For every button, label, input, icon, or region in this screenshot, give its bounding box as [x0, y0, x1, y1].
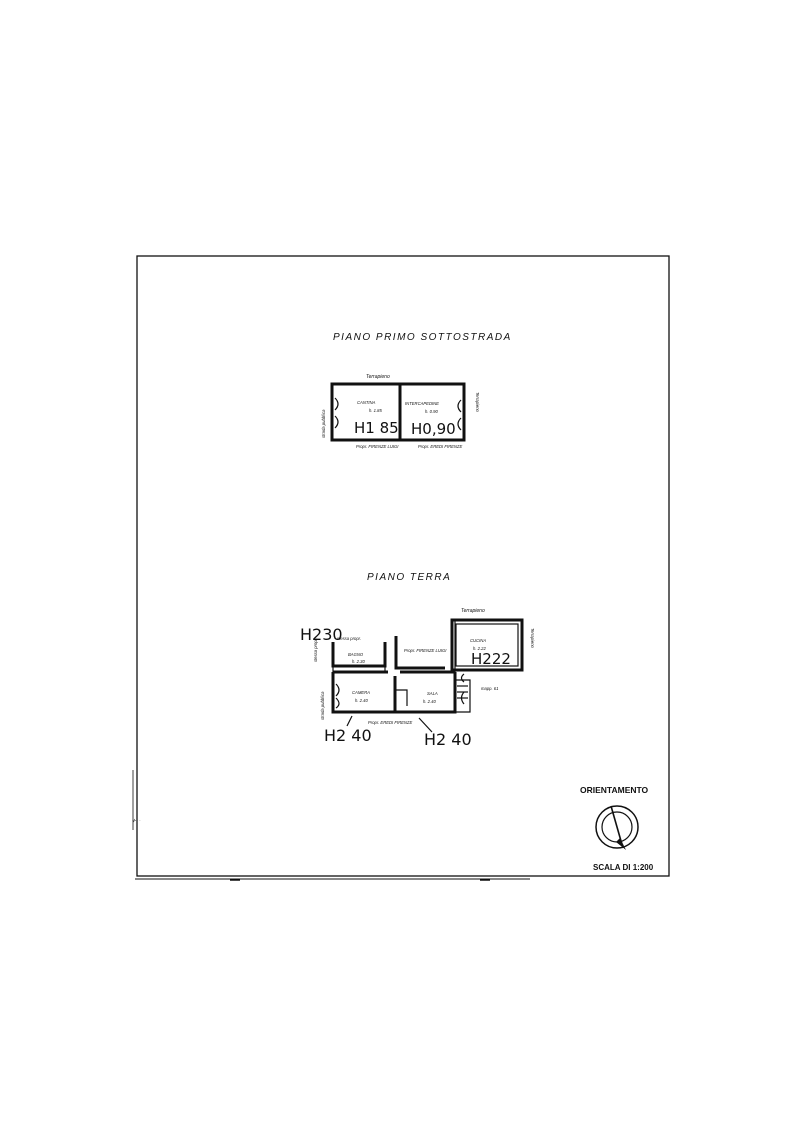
ground-owner-mid: Propr. FIRENZE LUIGI	[404, 648, 447, 653]
ground-plan: PIANO TERRA Terrapieno Terrapieno strada…	[300, 572, 535, 749]
basement-owner-2: Propr. EREDI FIRENZE	[418, 444, 462, 449]
cucina-height-print: h. 2.22	[473, 646, 486, 651]
camera-height-hand: H2 40	[324, 726, 372, 745]
intercapedine-height-hand: H0,90	[411, 420, 456, 438]
basement-label-left: strada pubblica	[321, 409, 326, 438]
cantina-height-print: h. 1.85	[369, 408, 382, 413]
ground-label-stessa-left: stessa propr.	[313, 638, 318, 662]
ground-label-left: strada pubblica	[320, 691, 325, 720]
basement-label-right: Terrapieno	[475, 392, 480, 413]
basement-owner-1: Propr. FIRENZE LUIGI	[356, 444, 399, 449]
camera-name: CAMERA	[352, 690, 370, 695]
bagno-height-print: h. 2.30	[352, 659, 365, 664]
mapp-label: mapp. 61	[481, 686, 498, 691]
intercapedine-height-print: h. 0.90	[425, 409, 438, 414]
cucina-height-hand: H222	[471, 650, 511, 668]
basement-title: PIANO PRIMO SOTTOSTRADA	[333, 332, 512, 343]
bagno-height-hand: H230	[300, 625, 343, 644]
sala-name: SALA	[427, 691, 438, 696]
cantina-height-hand: H1 85	[354, 419, 399, 437]
basement-label-top: Terrapieno	[366, 374, 390, 380]
camera-height-print: h. 2.40	[355, 698, 368, 703]
basement-plan: PIANO PRIMO SOTTOSTRADA Terrapieno strad…	[321, 332, 512, 449]
scale-label: SCALA DI 1:200	[593, 863, 654, 872]
ground-label-right: Terrapieno	[530, 628, 535, 649]
cantina-name: CANTINA	[357, 400, 376, 405]
sala-height-print: h. 2.40	[423, 699, 436, 704]
margin-mark: ✢ · ·	[132, 818, 141, 823]
ground-label-top: Terrapieno	[461, 608, 485, 614]
ground-label-stessa-propr: stessa propr.	[337, 636, 361, 641]
sheet-border: ✢ · ·	[132, 255, 670, 881]
orientation-block: ORIENTAMENTO SCALA DI 1:200	[580, 785, 654, 872]
ground-title: PIANO TERRA	[367, 572, 451, 583]
compass-icon	[595, 805, 639, 850]
orientation-label: ORIENTAMENTO	[580, 785, 649, 795]
intercapedine-name: INTERCAPEDINE	[405, 401, 439, 406]
cucina-name: CUCINA	[470, 638, 486, 643]
bagno-name: BAGNO	[348, 652, 364, 657]
ground-owner-bottom: Propr. EREDI FIRENZE	[368, 720, 412, 725]
sala-height-hand: H2 40	[424, 730, 472, 749]
